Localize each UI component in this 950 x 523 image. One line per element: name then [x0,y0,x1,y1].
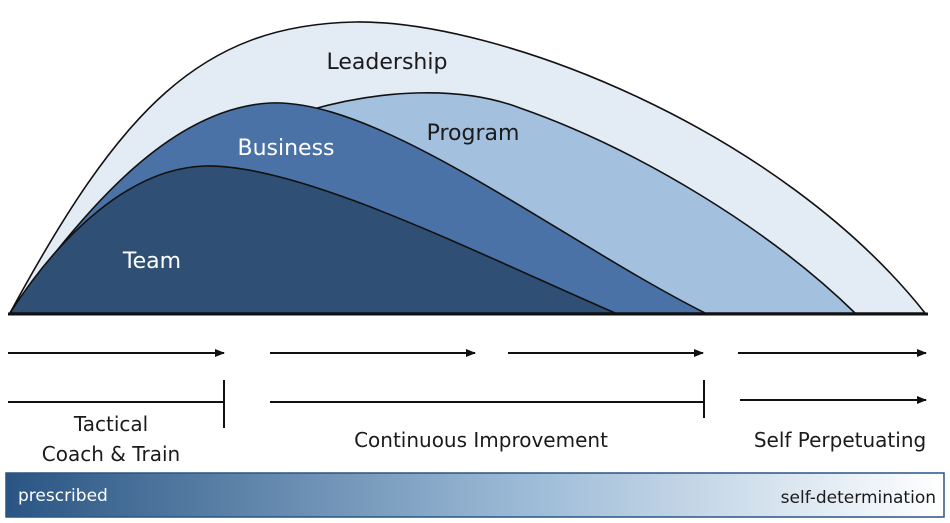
phase-label-self-perpetuating: Self Perpetuating [754,428,926,452]
team-curve [8,165,616,314]
program-label: Program [427,121,520,146]
phase-label-coach-train: Coach & Train [42,442,180,466]
spectrum-bar [5,472,945,518]
leadership-label: Leadership [327,50,448,75]
business-label: Business [237,136,334,161]
spectrum-label-self-determination: self-determination [781,488,936,508]
spectrum-label-prescribed: prescribed [18,486,108,506]
team-label: Team [122,249,181,274]
phase-label-continuous: Continuous Improvement [354,428,608,452]
program-curve [307,91,857,314]
phase-label-tactical: Tactical [73,412,148,436]
